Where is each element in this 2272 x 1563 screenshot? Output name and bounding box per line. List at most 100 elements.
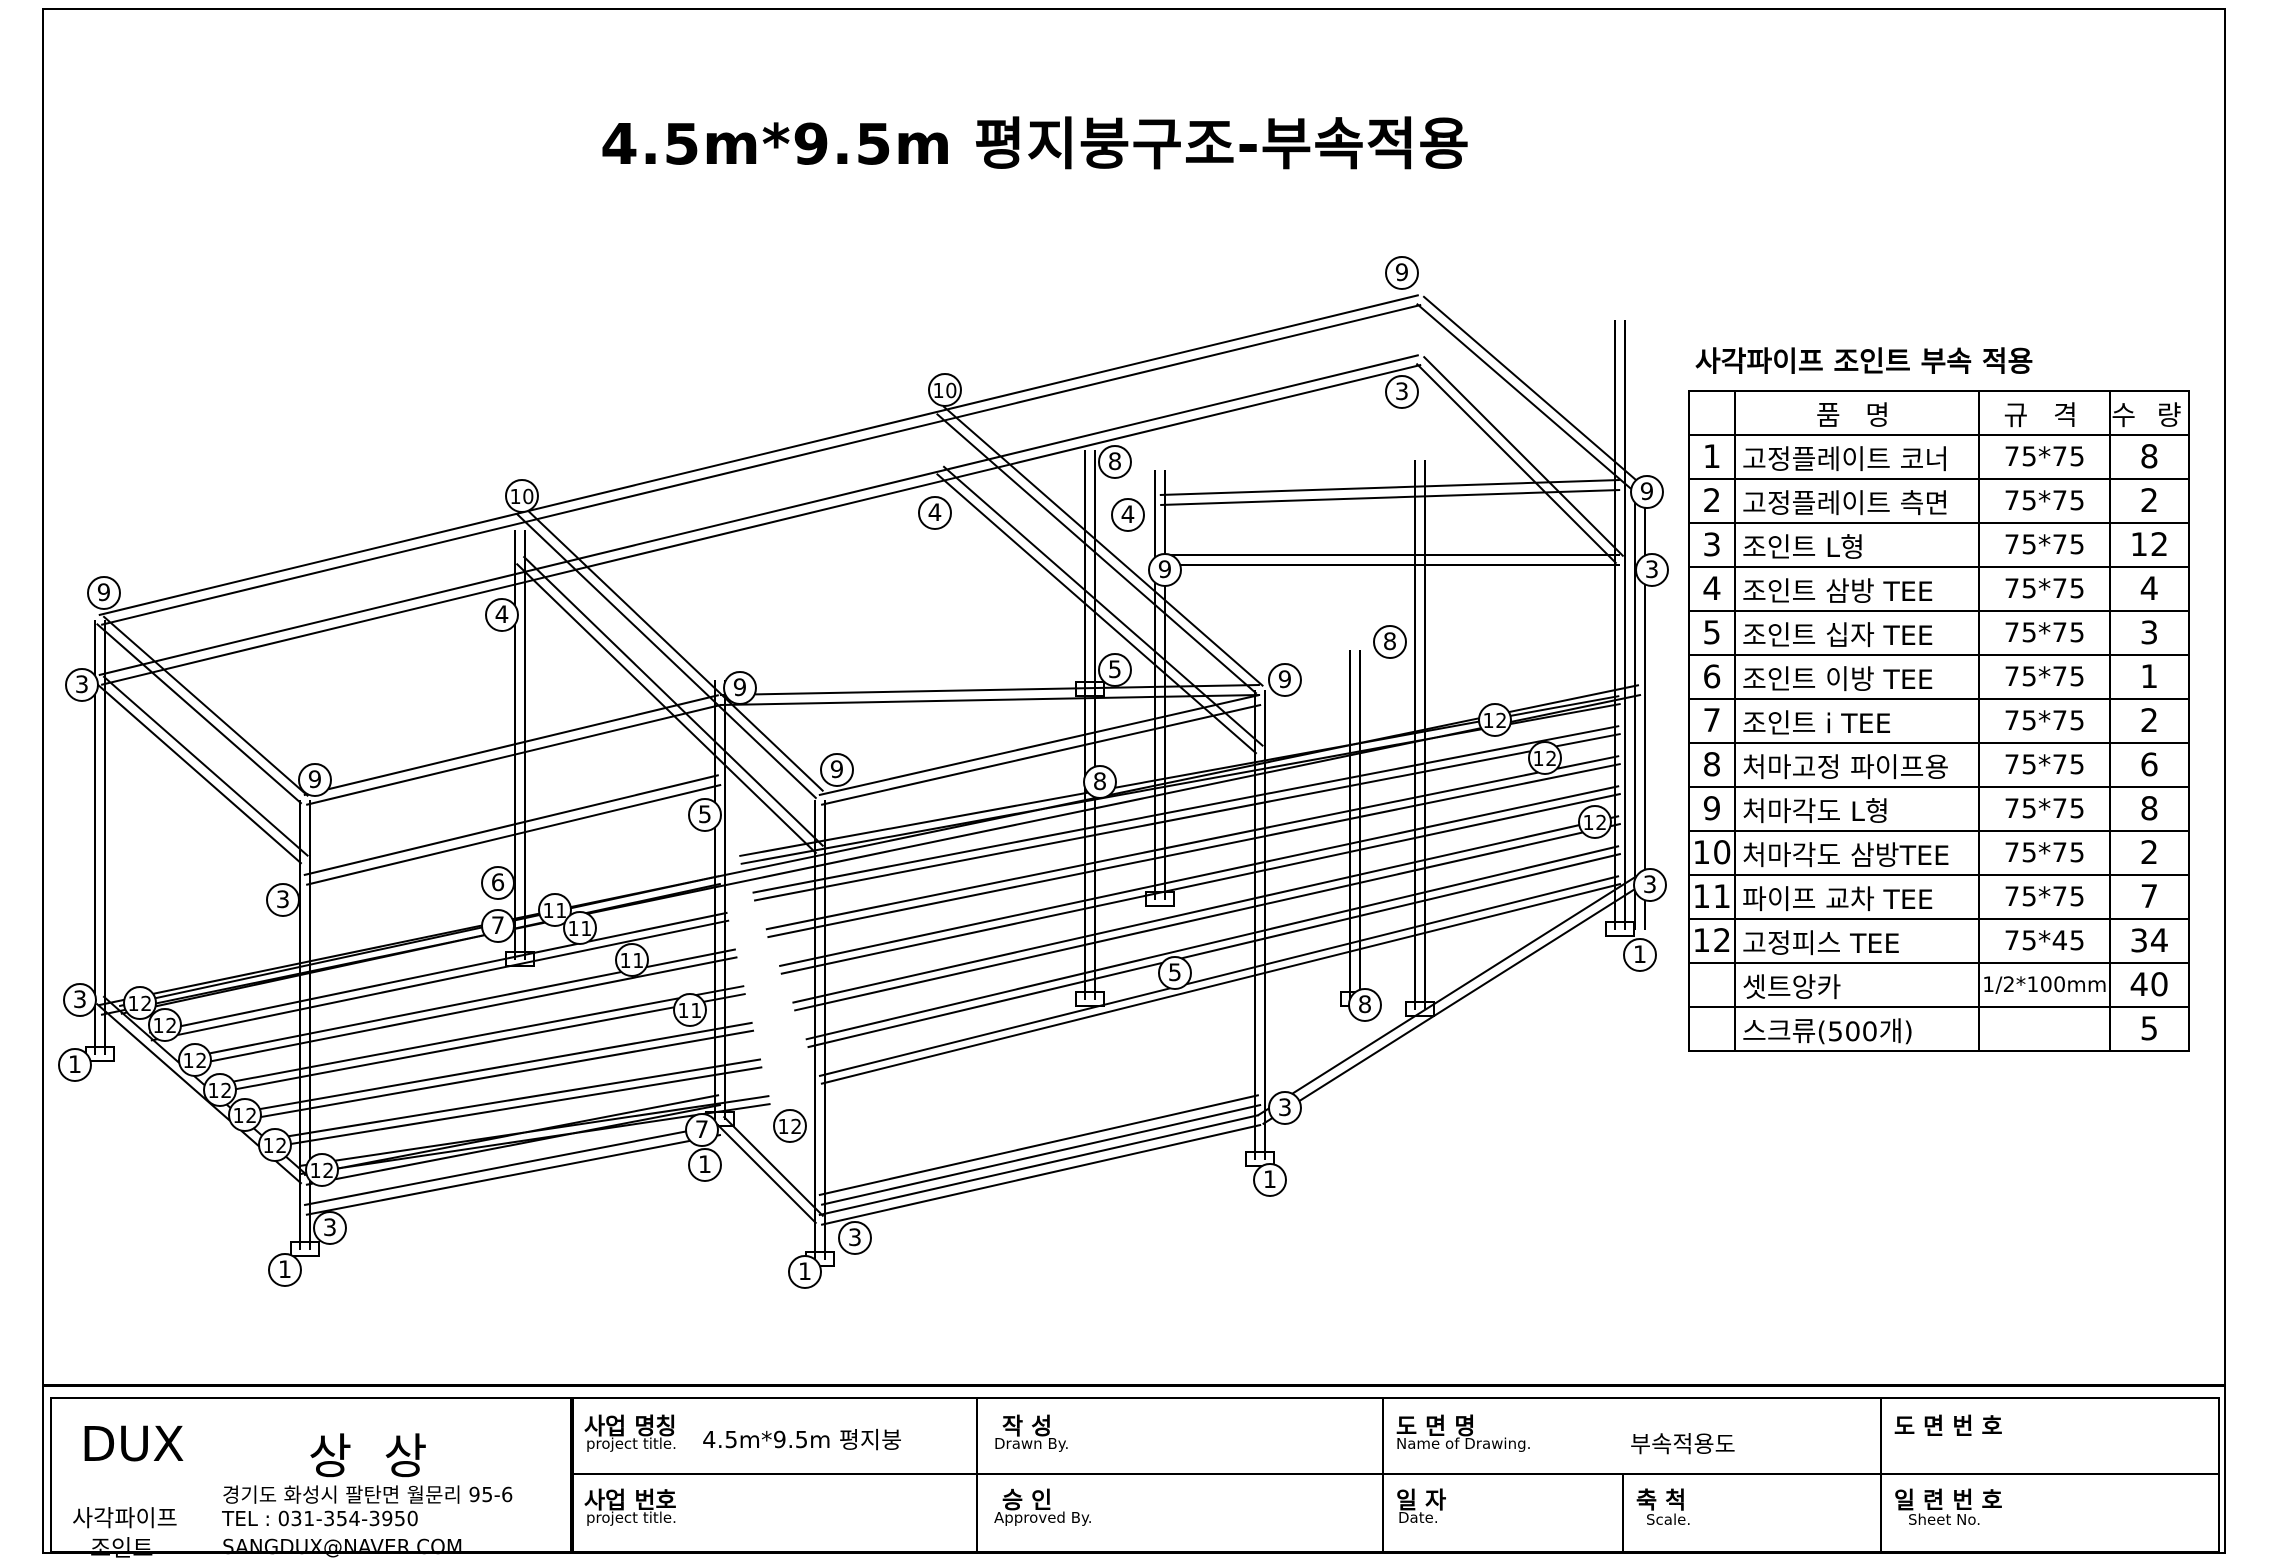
tube-edge	[818, 1094, 1260, 1197]
callout-number: 12	[777, 1115, 802, 1139]
tube-edge	[818, 1114, 1260, 1217]
callout: 11	[563, 911, 597, 945]
parts-name: 셋트앙카	[1734, 962, 1980, 1008]
callout-number: 3	[72, 986, 87, 1014]
callout-number: 5	[697, 801, 712, 829]
parts-spec: 75*75	[1977, 478, 2112, 524]
tube-edge	[102, 615, 309, 797]
tube-edge	[1160, 488, 1621, 506]
callout: 3	[1633, 868, 1667, 902]
callout-number: 9	[732, 674, 747, 702]
callout-number: 3	[322, 1214, 337, 1242]
tube-edge	[515, 512, 818, 800]
parts-no: 3	[1688, 522, 1736, 568]
callout: 9	[1148, 553, 1182, 587]
tube-edge	[942, 405, 1264, 687]
parts-name: 처마각도 삼방TEE	[1734, 830, 1980, 876]
callout: 11	[673, 993, 707, 1027]
parts-spec: 75*75	[1977, 698, 2112, 744]
parts-qty: 8	[2109, 786, 2190, 832]
callout-number: 12	[127, 992, 152, 1016]
tube-edge	[753, 732, 1621, 902]
parts-name: 고정플레이트 코너	[1734, 434, 1980, 480]
callout-number: 3	[74, 671, 89, 699]
tube-edge	[820, 703, 1262, 806]
callout: 8	[1373, 625, 1407, 659]
callout: 12	[305, 1153, 339, 1187]
tube-edge	[739, 695, 1620, 858]
callout-number: 12	[262, 1134, 287, 1158]
callout-number: 3	[847, 1224, 862, 1252]
parts-qty: 8	[2109, 434, 2190, 480]
parts-no: 1	[1688, 434, 1736, 480]
drawing-name-en: Name of Drawing.	[1396, 1435, 1532, 1453]
tube-edge	[1416, 303, 1638, 495]
parts-qty: 2	[2109, 698, 2190, 744]
callout: 3	[838, 1221, 872, 1255]
tube-edge	[778, 785, 1620, 968]
parts-name: 조인트 삼방 TEE	[1734, 566, 1980, 612]
callout: 12	[773, 1109, 807, 1143]
callout: 9	[820, 753, 854, 787]
tube-edge	[100, 303, 1422, 626]
callout: 4	[485, 598, 519, 632]
parts-no: 7	[1688, 698, 1736, 744]
callout: 12	[148, 1008, 182, 1042]
callout-number: 3	[1277, 1094, 1292, 1122]
callout: 3	[1385, 375, 1419, 409]
tube-edge	[805, 845, 1620, 1041]
project-name-value: 4.5m*9.5m 평지붕	[702, 1428, 903, 1454]
callout-number: 1	[277, 1256, 292, 1284]
callout-number: 1	[697, 1151, 712, 1179]
parts-qty: 7	[2109, 874, 2190, 920]
tube-edge	[1262, 883, 1644, 1126]
parts-qty: 6	[2109, 742, 2190, 788]
callout-number: 8	[1357, 991, 1372, 1019]
tube-edge	[148, 911, 728, 1034]
tube-edge	[305, 703, 722, 806]
tube-edge	[807, 852, 1622, 1049]
callout: 3	[1268, 1091, 1302, 1125]
tube-edge	[150, 919, 730, 1042]
tube-edge	[96, 623, 303, 805]
parts-no: 9	[1688, 786, 1736, 832]
tube-edge	[522, 505, 825, 793]
callout: 10	[928, 373, 962, 407]
tube-edge	[780, 792, 1622, 975]
address: 경기도 화성시 팔탄면 월문리 95-6	[222, 1483, 514, 1507]
callout-number: 3	[1394, 378, 1409, 406]
tube-edge	[740, 702, 1621, 865]
callout-number: 11	[542, 899, 567, 923]
drawing-name-cell: 도 면 명 Name of Drawing. 부속적용도	[1382, 1397, 1882, 1475]
scale-label: 축 척	[1636, 1488, 1687, 1514]
tube-edge	[305, 1133, 722, 1216]
tube-edge	[793, 822, 1622, 1012]
tube-edge	[239, 1021, 753, 1114]
callout: 1	[58, 1048, 92, 1082]
callout-number: 9	[829, 756, 844, 784]
parts-spec	[1977, 1006, 2112, 1052]
tube-edge	[305, 1103, 722, 1186]
parts-no: 11	[1688, 874, 1736, 920]
scale-cell: 축 척 Scale.	[1622, 1473, 1882, 1553]
parts-qty: 3	[2109, 610, 2190, 656]
drawn-by-label: 작 성	[1002, 1414, 1053, 1440]
tube-edge	[180, 956, 738, 1069]
parts-name: 조인트 이방 TEE	[1734, 654, 1980, 700]
callout-number: 12	[309, 1159, 334, 1183]
callout: 11	[615, 943, 649, 977]
tube-edge	[767, 762, 1621, 939]
approved-by-en: Approved By.	[994, 1509, 1093, 1527]
callout: 9	[1385, 256, 1419, 290]
callout: 12	[123, 986, 157, 1020]
tube-edge	[818, 875, 1620, 1078]
callout-number: 4	[494, 601, 509, 629]
